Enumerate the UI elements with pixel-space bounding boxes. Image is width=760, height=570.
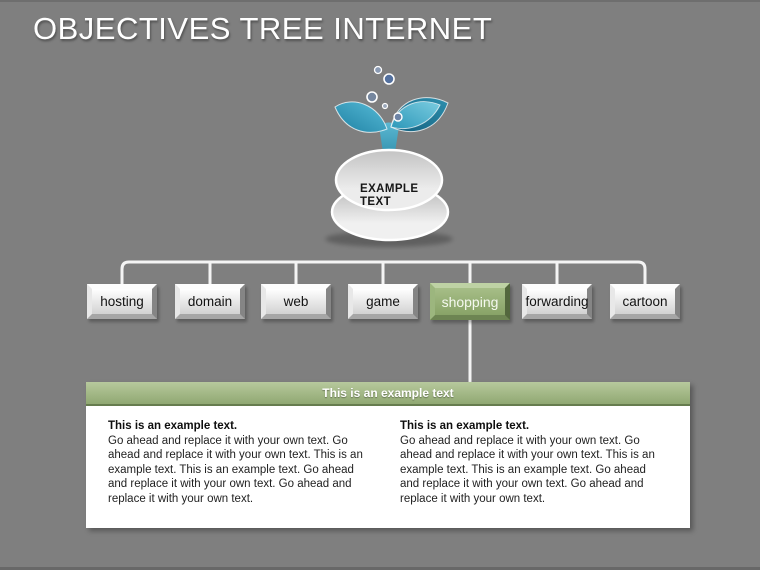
column-body: Go ahead and replace it with your own te… bbox=[400, 434, 655, 505]
bottom-edge-divider bbox=[0, 567, 760, 570]
slide-title: OBJECTIVES TREE INTERNET bbox=[33, 11, 493, 46]
node-domain[interactable]: domain bbox=[175, 284, 245, 319]
node-cartoon[interactable]: cartoon bbox=[610, 284, 680, 319]
root-label-line1: EXAMPLE bbox=[360, 183, 419, 195]
plant-graphic bbox=[325, 65, 453, 247]
node-hosting[interactable]: hosting bbox=[87, 284, 157, 319]
root-node-label: EXAMPLE TEXT bbox=[360, 183, 430, 209]
node-forwarding[interactable]: forwarding bbox=[522, 284, 592, 319]
bubble-icon bbox=[366, 65, 403, 122]
detail-panel-header: This is an example text bbox=[86, 382, 690, 406]
node-web[interactable]: web bbox=[261, 284, 331, 319]
sprout-leaves-icon bbox=[334, 97, 449, 133]
detail-column-left: This is an example text. Go ahead and re… bbox=[108, 419, 364, 507]
root-label-line2: TEXT bbox=[360, 196, 391, 208]
detail-panel-body: This is an example text. Go ahead and re… bbox=[86, 406, 690, 528]
node-game[interactable]: game bbox=[348, 284, 418, 319]
pot-rim-icon bbox=[334, 148, 444, 212]
column-body: Go ahead and replace it with your own te… bbox=[108, 434, 363, 505]
detail-panel: This is an example text This is an examp… bbox=[86, 382, 690, 528]
top-edge-divider bbox=[0, 0, 760, 2]
node-shopping[interactable]: shopping bbox=[430, 283, 510, 320]
column-heading: This is an example text. bbox=[108, 420, 238, 432]
column-heading: This is an example text. bbox=[400, 420, 530, 432]
detail-column-right: This is an example text. Go ahead and re… bbox=[400, 419, 656, 507]
